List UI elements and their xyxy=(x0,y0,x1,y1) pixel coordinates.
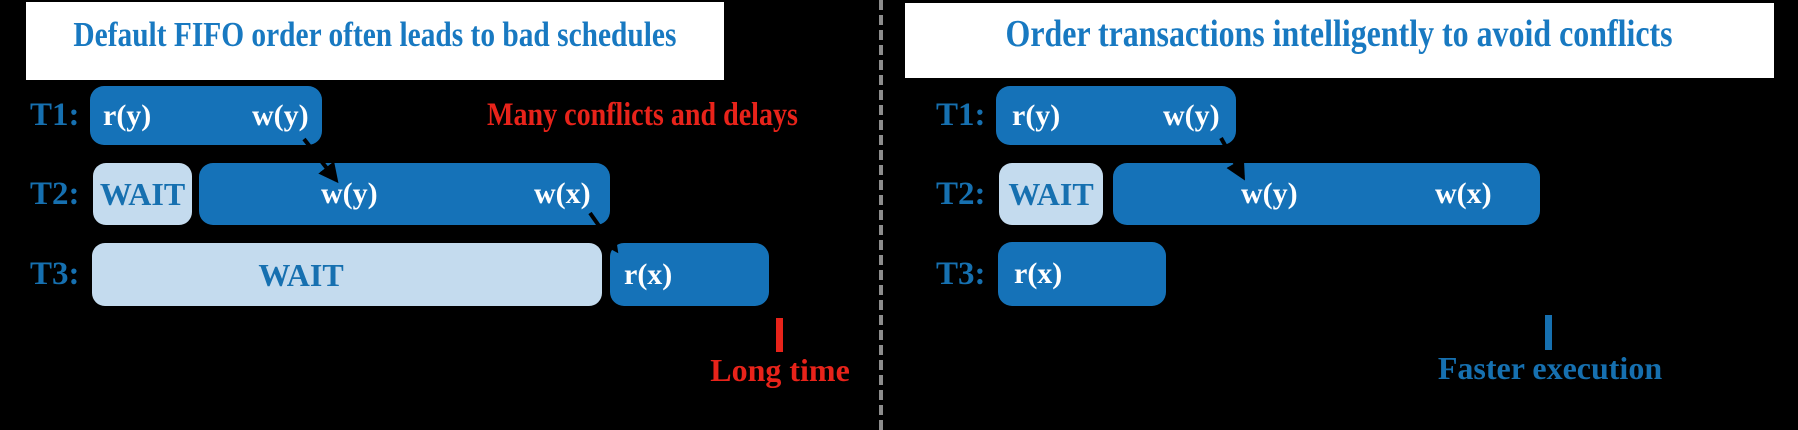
fifo-panel-title: Default FIFO order often leads to bad sc… xyxy=(73,14,677,54)
smart-t2-exec-bar: w(y) w(x) xyxy=(1113,163,1540,225)
smart-t2-op-wy: w(y) xyxy=(1241,177,1298,210)
conflicts-annotation: Many conflicts and delays xyxy=(487,97,798,133)
smart-t2-op-wx: w(x) xyxy=(1435,177,1492,210)
smart-t1-exec-bar: r(y) w(y) xyxy=(996,86,1236,145)
fifo-t3-exec-bar: r(x) xyxy=(610,243,769,306)
smart-t3-label: T3: xyxy=(936,256,986,292)
smart-t2-label: T2: xyxy=(936,175,986,212)
fifo-t1-op-ry: r(y) xyxy=(103,98,152,132)
fifo-t3-wait-bar: WAIT xyxy=(92,243,602,306)
fifo-t3-label: T3: xyxy=(30,256,80,292)
faster-execution-marker-tick xyxy=(1545,315,1552,350)
smart-t2-wait-bar: WAIT xyxy=(999,163,1103,225)
intelligent-panel-title: Order transactions intelligently to avoi… xyxy=(1005,12,1674,55)
fifo-t1-exec-bar: r(y) w(y) xyxy=(90,86,322,145)
fifo-t3-wait-text: WAIT xyxy=(258,256,344,293)
faster-execution-label: Faster execution xyxy=(1437,350,1663,386)
smart-t3-exec-bar: r(x) xyxy=(998,242,1166,306)
fifo-t2-op-wx: w(x) xyxy=(534,177,591,210)
fifo-t1-op-wy: w(y) xyxy=(252,98,309,132)
smart-t1-label: T1: xyxy=(936,97,986,133)
long-time-label: Long time xyxy=(710,352,850,388)
fifo-t2-wait-bar: WAIT xyxy=(93,163,192,225)
fifo-t1-label: T1: xyxy=(30,97,80,133)
fifo-t2-exec-bar: w(y) w(x) xyxy=(199,163,610,225)
fifo-t3-op-rx: r(x) xyxy=(624,257,673,291)
fifo-t2-op-wy: w(y) xyxy=(321,177,378,210)
smart-t1-op-ry: r(y) xyxy=(1012,98,1061,132)
fifo-t2-label: T2: xyxy=(30,175,80,212)
long-time-marker-tick xyxy=(776,318,783,352)
smart-t2-wait-text: WAIT xyxy=(1008,176,1094,212)
smart-t1-op-wy: w(y) xyxy=(1163,98,1220,132)
fifo-t2-wait-text: WAIT xyxy=(99,176,186,212)
intelligent-title-box: Order transactions intelligently to avoi… xyxy=(905,3,1774,78)
smart-t3-op-rx: r(x) xyxy=(1014,257,1063,290)
panel-divider-dashed-line xyxy=(879,0,883,430)
fifo-title-box: Default FIFO order often leads to bad sc… xyxy=(26,2,724,80)
